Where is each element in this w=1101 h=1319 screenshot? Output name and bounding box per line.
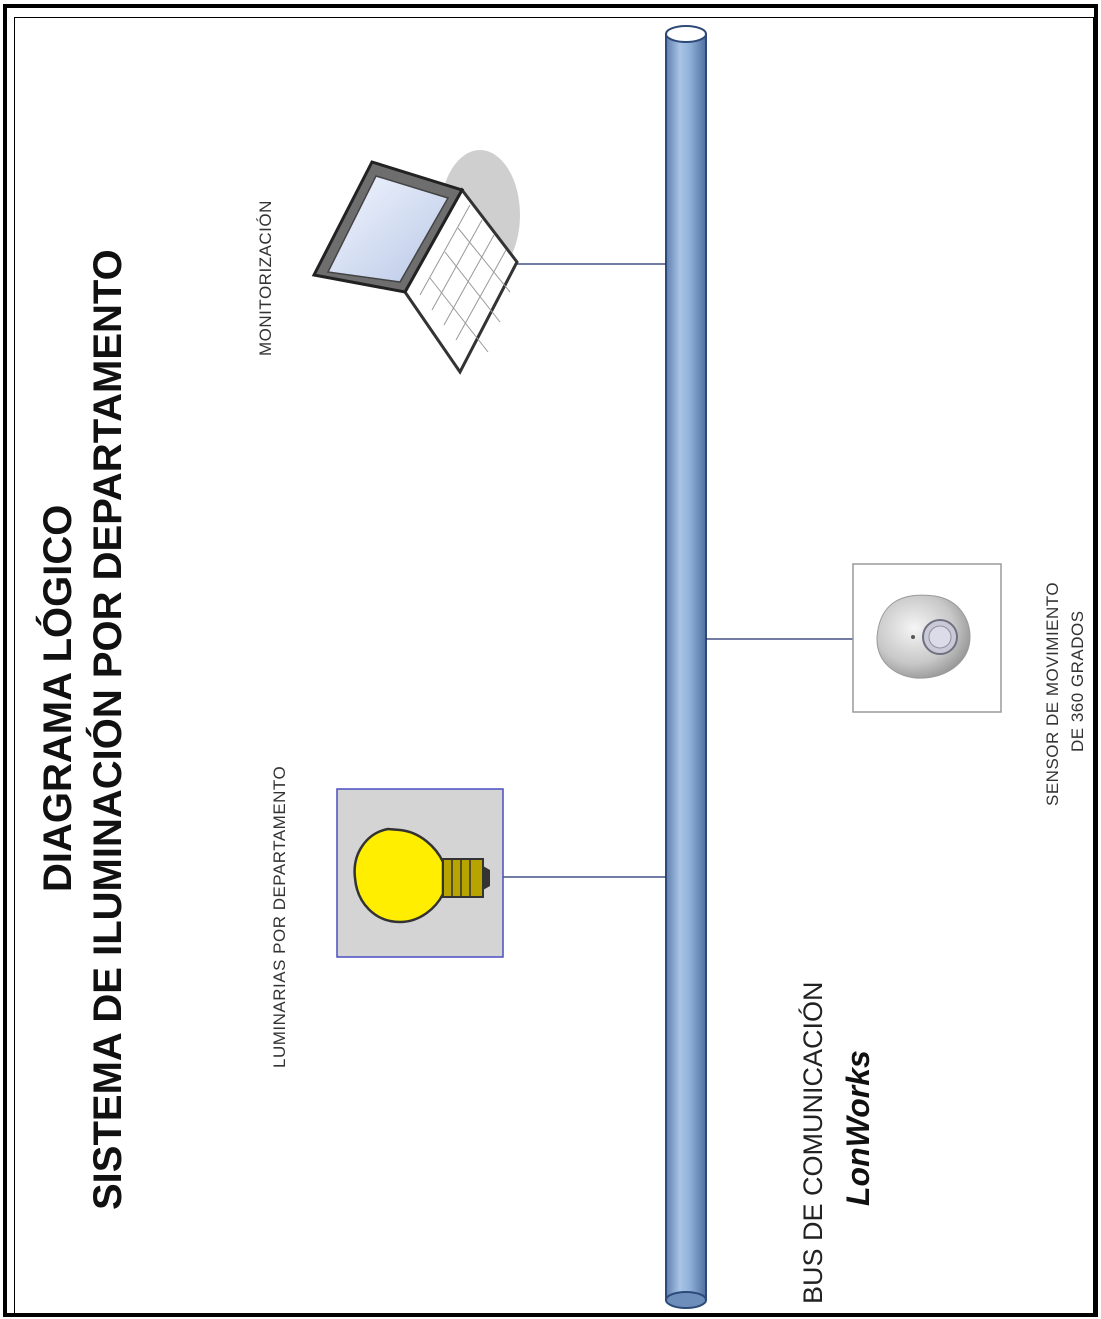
laptop-icon (311, 150, 520, 375)
motion-sensor-icon (852, 563, 1002, 713)
lonworks-bus (665, 25, 707, 1309)
light-bulb-icon (336, 788, 504, 958)
inner-frame (14, 17, 1094, 1316)
